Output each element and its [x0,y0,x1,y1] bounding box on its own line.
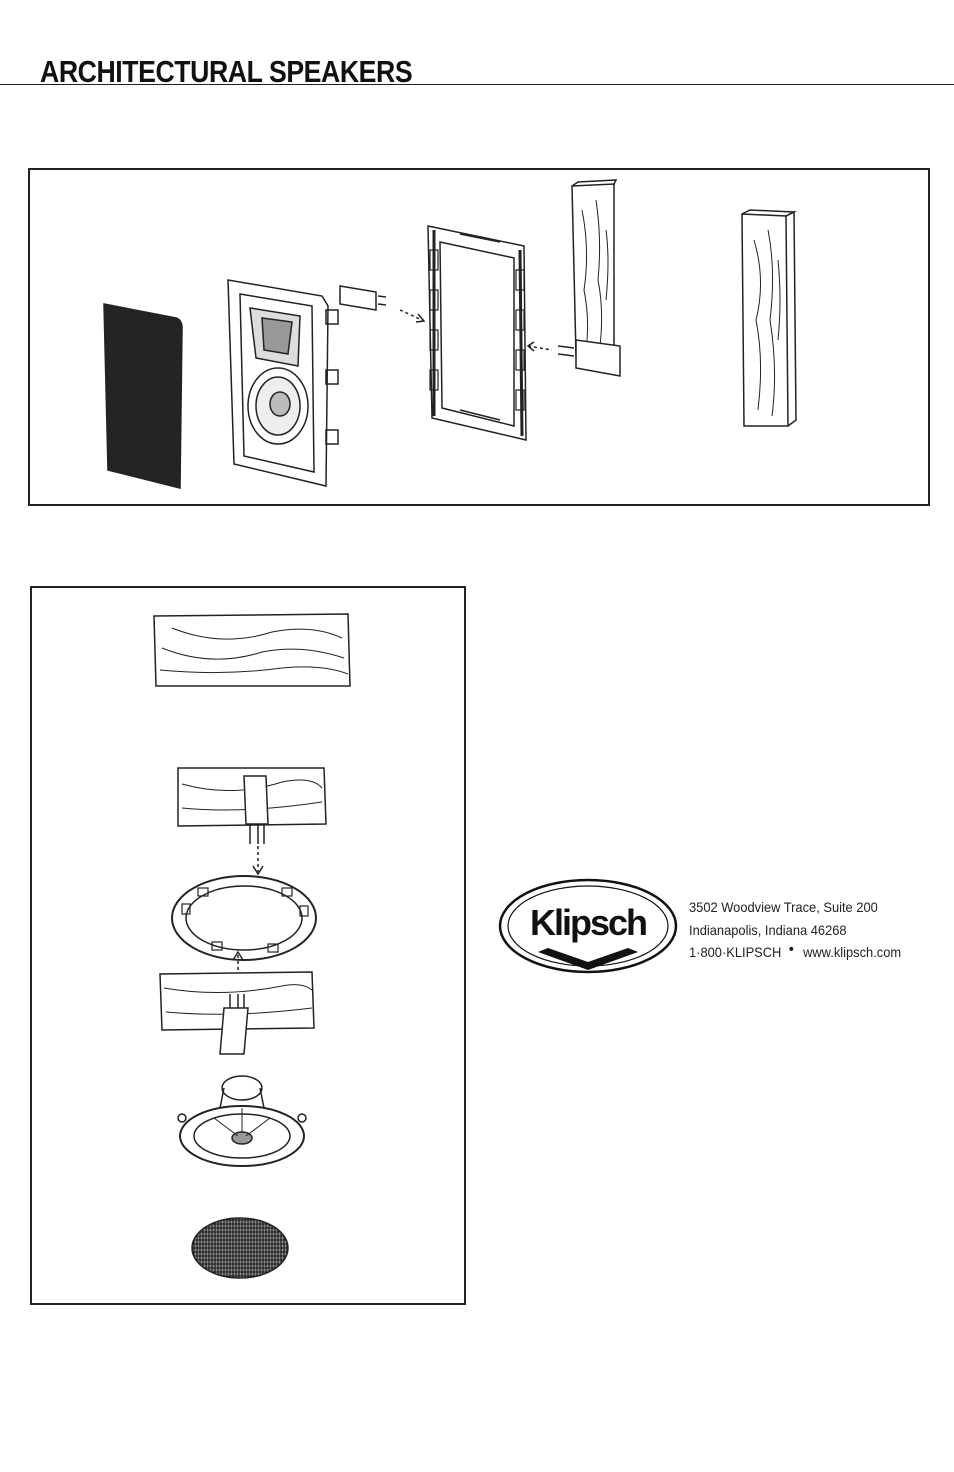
contact-line: 1·800·KLIPSCH • www.klipsch.com [689,941,901,964]
company-contact: Klipsch 3502 Woodview Trace, Suite 200 I… [498,878,938,978]
address-line-1: 3502 Woodview Trace, Suite 200 [689,899,878,915]
svg-text:Klipsch: Klipsch [530,902,646,943]
joist-with-bracket-lower [159,950,315,1055]
header-rule [0,84,954,85]
in-wall-speaker-diagram [28,168,930,506]
grille-panel [103,303,183,489]
mounting-ring [171,875,317,961]
phone-number: 1·800·KLIPSCH [689,944,782,960]
separator-dot: • [788,941,794,958]
ceiling-speaker [177,1075,307,1167]
round-grille [191,1217,289,1279]
mounting-bracket [339,285,426,323]
ceiling-joist [153,613,351,687]
wall-stud-with-bracket [526,179,621,377]
klipsch-logo: Klipsch [498,878,678,974]
in-ceiling-speaker-diagram [30,586,466,1305]
backbox-frame [427,225,527,441]
website-link[interactable]: www.klipsch.com [803,944,902,960]
wall-stud [741,209,797,427]
joist-with-bracket-upper [177,767,327,876]
page-title: ARCHITECTURAL SPEAKERS [40,54,413,89]
address-line-2: Indianapolis, Indiana 46268 [689,921,847,938]
company-address: 3502 Woodview Trace, Suite 200 Indianapo… [689,896,901,964]
speaker-frame [227,279,339,487]
